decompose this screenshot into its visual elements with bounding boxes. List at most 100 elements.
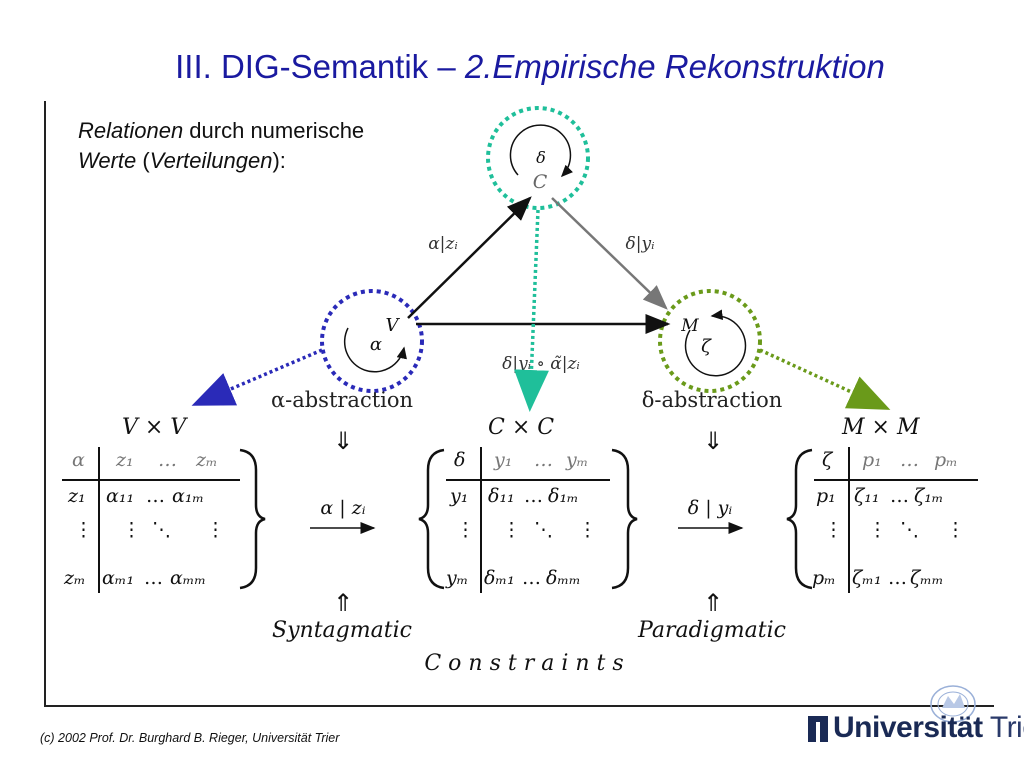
- matrix-VxV-row1: z₁: [68, 485, 86, 507]
- edge-label-composition: δ|yᵢ ∘ α̃|zᵢ: [502, 354, 580, 374]
- down-double-arrow-right: ⇓: [703, 427, 723, 455]
- loop-C-arrow: [509, 124, 574, 178]
- matrix-CxC-vdots1: ⋮: [456, 519, 475, 541]
- CxC-left-brace: [418, 448, 445, 590]
- node-V-circle: [320, 289, 424, 393]
- dotted-arrow-M-to-MxM: [759, 348, 891, 410]
- logo-trier: Trier: [989, 711, 1024, 744]
- edge-C-to-M: [551, 197, 668, 310]
- matrix-VxV-ddots: ⋱: [152, 519, 171, 541]
- title-main: III. DIG-Semantik –: [175, 48, 465, 85]
- constraints-label: C o n s t r a i n t s: [424, 651, 623, 676]
- node-C-loop-label: δ: [536, 148, 546, 167]
- matrix-VxV-vdots3: ⋮: [206, 519, 225, 541]
- MxM-left-brace: [786, 448, 813, 590]
- delta-map-label: δ | yᵢ: [688, 497, 733, 519]
- matrix-CxC-colm: yₘ: [566, 449, 589, 471]
- slide-title: III. DIG-Semantik – 2.Empirische Rekonst…: [0, 48, 1024, 86]
- CxC-right-brace: [611, 448, 638, 590]
- matrix-VxV-col1: z₁: [116, 449, 134, 471]
- matrix-MxM-corner: ζ: [822, 449, 833, 471]
- matrix-CxC-vdots2: ⋮: [502, 519, 521, 541]
- matrix-MxM-title: M × M: [842, 415, 920, 440]
- intro-verteilungen: Verteilungen: [149, 148, 273, 173]
- matrix-MxM-cmm: ζₘₘ: [910, 567, 944, 589]
- syntagmatic-label: Syntagmatic: [272, 618, 412, 643]
- matrix-VxV-rowm: zₘ: [64, 567, 86, 589]
- matrix-CxC-vdots3: ⋮: [578, 519, 597, 541]
- matrix-MxM-c11: ζ₁₁: [854, 485, 880, 507]
- VxV-right-brace: [239, 448, 266, 590]
- matrix-MxM-vdots3: ⋮: [946, 519, 965, 541]
- edge-label-delta-y: δ|yᵢ: [626, 234, 655, 254]
- matrix-VxV-coldots: …: [158, 449, 177, 471]
- loop-M-arrow: [684, 309, 747, 377]
- matrix-MxM-vdots2: ⋮: [868, 519, 887, 541]
- matrix-VxV-title: V × V: [122, 415, 187, 440]
- matrix-MxM-col1: p₁: [862, 449, 882, 471]
- node-M-loop-label: ζ: [701, 336, 712, 357]
- node-C-label: C: [533, 171, 548, 193]
- matrix-CxC: C × C δ y₁ … yₘ y₁ δ₁₁ … δ₁ₘ ⋮ ⋮ ⋱ ⋮ yₘ …: [440, 415, 630, 595]
- matrix-MxM-vline: [848, 447, 850, 593]
- edge-label-alpha-z: α|zᵢ: [428, 234, 458, 254]
- matrix-CxC-r1dots: …: [524, 485, 543, 507]
- intro-paren-close: ):: [272, 148, 286, 173]
- matrix-CxC-c11: δ₁₁: [488, 485, 515, 507]
- matrix-VxV-cm1: αₘ₁: [102, 567, 135, 589]
- matrix-MxM-vdots1: ⋮: [824, 519, 843, 541]
- matrix-VxV-vline: [98, 447, 100, 593]
- matrix-CxC-rmdots: …: [522, 567, 541, 589]
- matrix-CxC-vline: [480, 447, 482, 593]
- university-logo-text: Universität Trier: [833, 711, 1024, 745]
- title-italic: 2.Empirische Rekonstruktion: [464, 48, 885, 85]
- matrix-MxM-c1m: ζ₁ₘ: [914, 485, 944, 507]
- loop-V-arrow: [343, 327, 407, 373]
- node-M-circle: [658, 289, 762, 393]
- matrix-MxM-rowm: pₘ: [812, 567, 836, 589]
- frame-left-line: [44, 101, 46, 707]
- matrix-CxC-ddots: ⋱: [534, 519, 553, 541]
- matrix-VxV-vdots2: ⋮: [122, 519, 141, 541]
- matrix-VxV-c1m: α₁ₘ: [172, 485, 205, 507]
- up-double-arrow-right: ⇑: [703, 589, 723, 617]
- university-logo-icon: [808, 716, 828, 742]
- matrix-MxM-hline: [814, 479, 978, 481]
- matrix-MxM-row1: p₁: [816, 485, 836, 507]
- intro-line1-rest: durch numerische: [183, 118, 365, 143]
- matrix-VxV-cmm: αₘₘ: [170, 567, 207, 589]
- matrix-VxV-c11: α₁₁: [106, 485, 135, 507]
- node-M-label: M: [680, 316, 699, 336]
- frame-bottom-line: [44, 705, 994, 707]
- matrix-MxM-ddots: ⋱: [900, 519, 919, 541]
- matrix-CxC-coldots: …: [534, 449, 553, 471]
- delta-abstraction-label: δ-abstraction: [642, 388, 783, 412]
- node-V-label: V: [386, 315, 401, 336]
- matrix-CxC-cmm: δₘₘ: [546, 567, 581, 589]
- intro-paren-open: (: [136, 148, 150, 173]
- matrix-VxV-corner: α: [72, 449, 85, 471]
- matrix-VxV: V × V α z₁ … zₘ z₁ α₁₁ … α₁ₘ ⋮ ⋮ ⋱ ⋮ zₘ …: [60, 415, 250, 595]
- university-seal-icon: [930, 685, 976, 723]
- matrix-CxC-row1: y₁: [450, 485, 469, 507]
- intro-relationen: Relationen: [78, 118, 184, 143]
- paradigmatic-label: Paradigmatic: [637, 618, 786, 643]
- logo-universitaet: Universität: [833, 711, 983, 744]
- matrix-VxV-r1dots: …: [146, 485, 165, 507]
- matrix-CxC-cm1: δₘ₁: [484, 567, 515, 589]
- matrix-MxM-colm: pₘ: [934, 449, 958, 471]
- copyright-footer: (c) 2002 Prof. Dr. Burghard B. Rieger, U…: [40, 731, 340, 745]
- dotted-arrow-V-to-VxV: [191, 348, 323, 406]
- matrix-CxC-corner: δ: [454, 449, 466, 471]
- matrix-MxM-r1dots: …: [890, 485, 909, 507]
- matrix-VxV-rmdots: …: [144, 567, 163, 589]
- matrix-CxC-col1: y₁: [494, 449, 513, 471]
- matrix-MxM-cm1: ζₘ₁: [852, 567, 882, 589]
- intro-werte: Werte: [78, 148, 137, 173]
- intro-text: Relationen durch numerische Werte (Verte…: [78, 116, 364, 176]
- matrix-CxC-title: C × C: [488, 415, 555, 440]
- alpha-map-label: α | zᵢ: [320, 497, 365, 519]
- matrix-CxC-c1m: δ₁ₘ: [548, 485, 579, 507]
- matrix-VxV-colm: zₘ: [196, 449, 218, 471]
